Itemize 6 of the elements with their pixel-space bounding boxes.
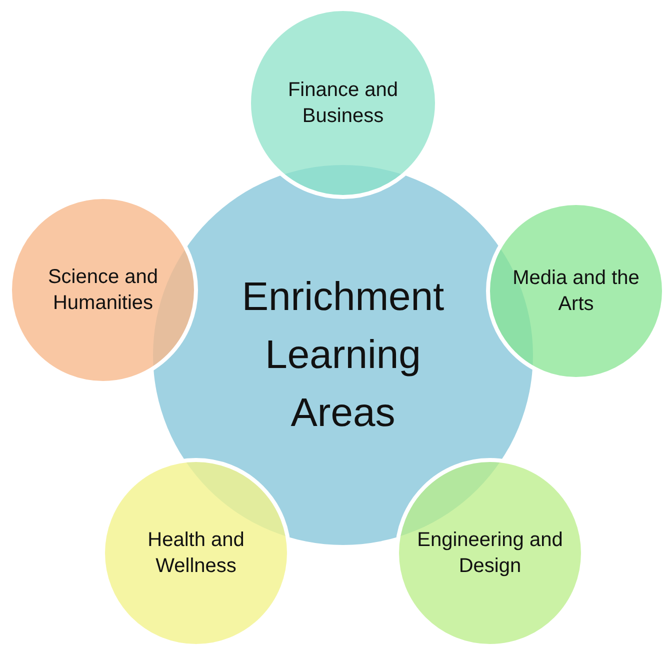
topic-label: Science and Humanities: [46, 265, 160, 316]
topic-label: Health and Wellness: [146, 528, 246, 579]
center-title: Enrichment Learning Areas: [240, 274, 446, 437]
topic-label: Finance and Business: [286, 78, 400, 129]
topic-label: Media and the Arts: [512, 266, 640, 317]
topic-label: Engineering and Design: [416, 528, 564, 579]
